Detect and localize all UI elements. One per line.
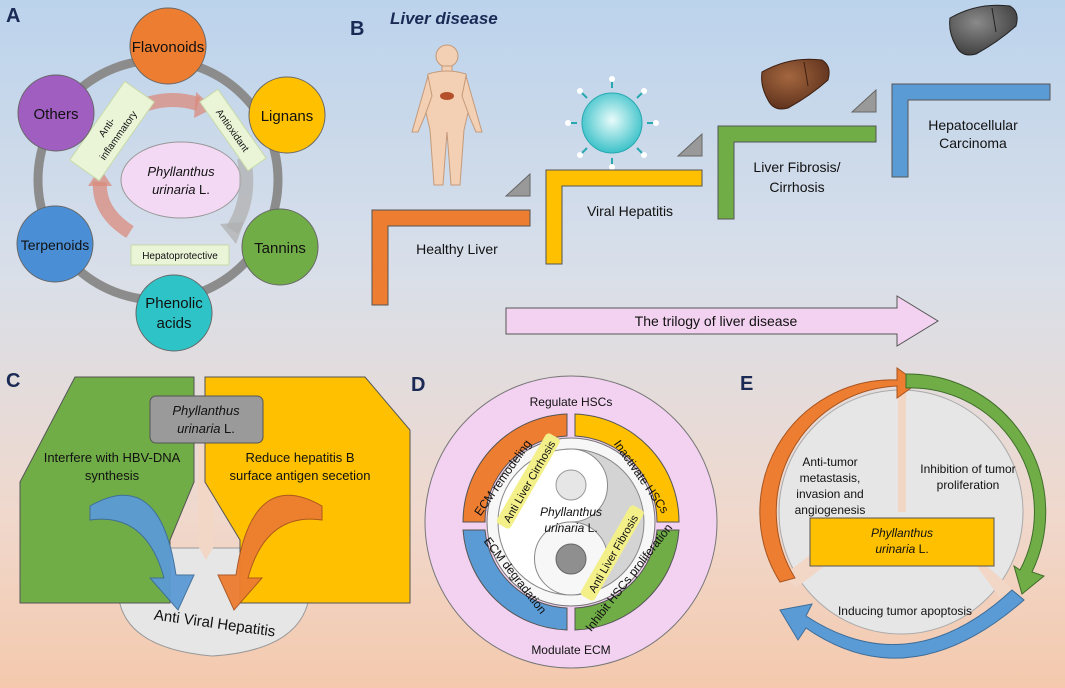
center-name-line2: urinaria L.: [875, 542, 928, 556]
center-name-line2: urinaria L.: [544, 521, 597, 535]
svg-text:Lignans: Lignans: [261, 108, 314, 125]
node-lignans: Lignans: [248, 76, 326, 154]
panel-label-b: B: [350, 18, 364, 40]
trilogy-text: The trilogy of liver disease: [635, 313, 798, 329]
center-name-line2: urinaria L.: [152, 182, 210, 197]
svg-text:Hepatoprotective: Hepatoprotective: [142, 251, 218, 262]
left-text-line1: Interfere with HBV-DNA: [44, 450, 181, 465]
node-terpenoids: Terpenoids: [16, 205, 94, 283]
panel-label-e: E: [740, 373, 753, 395]
left-text-line2: synthesis: [85, 468, 140, 483]
node-flavonoids: Flavonoids: [129, 7, 207, 85]
center-name-line1: Phyllanthus: [871, 526, 933, 540]
quad-inhibit-hscs: [574, 529, 680, 631]
node-others: Others: [17, 74, 95, 152]
hepatoprotective-label: Hepatoprotective: [130, 244, 230, 266]
virus-icon: [565, 76, 659, 170]
step-healthy: [371, 209, 531, 306]
inducing-apoptosis: Inducing tumor apoptosis: [838, 604, 972, 618]
cycle-arrow-right-head: [220, 222, 244, 244]
svg-text:acids: acids: [156, 315, 191, 332]
stage-viral: Viral Hepatitis: [587, 203, 673, 219]
center-label-box: [149, 395, 264, 444]
panel-label-a: A: [6, 5, 20, 27]
trilogy-arrow: [505, 295, 939, 347]
node-phenolic-acids: Phenolic acids: [135, 274, 213, 352]
center-label-box: [809, 517, 995, 567]
cancer-liver-icon: [949, 4, 1018, 56]
regulate-hscs: Regulate HSCs: [530, 395, 613, 409]
yin-dot-top: [555, 469, 587, 501]
step-fibrosis: [717, 125, 877, 220]
stage-fibrosis-line2: Cirrhosis: [769, 179, 824, 195]
inhibition-line1: Inhibition of tumor: [920, 462, 1015, 476]
center-name-line1: Phyllanthus: [147, 164, 215, 179]
panel-c: C Phyllanthus urinaria L. Interfere with…: [6, 370, 411, 657]
step-hcc: [891, 83, 1051, 178]
center-name-line1: Phyllanthus: [172, 403, 240, 418]
svg-text:Phenolic: Phenolic: [145, 295, 203, 312]
stage-hcc-line1: Hepatocellular: [928, 117, 1018, 133]
panel-b-title: Liver disease: [390, 9, 498, 28]
human-body-icon: [411, 44, 483, 186]
stage-hcc-line2: Carcinoma: [939, 135, 1007, 151]
center-name-line1: Phyllanthus: [540, 505, 602, 519]
svg-text:Tannins: Tannins: [254, 240, 306, 257]
step-triangle-3: [850, 88, 877, 113]
green-cycle-arrow: [905, 373, 1047, 595]
panel-label-c: C: [6, 370, 20, 392]
step-triangle-2: [676, 132, 703, 157]
blue-curved-arrow: [89, 494, 195, 611]
panel-d: D Regulate HSCs Modulate ECM Phyllanthus…: [411, 374, 718, 669]
anti-tumor-line3: invasion and: [796, 487, 863, 501]
quad-ecm-remodeling: [462, 413, 568, 523]
right-text-line2: surface antigen secetion: [230, 468, 371, 483]
anti-tumor-line4: angiogenesis: [795, 503, 866, 517]
panel-b: B Liver disease: [350, 4, 1051, 347]
quad-inactivate-hscs: [574, 413, 680, 523]
stage-healthy: Healthy Liver: [416, 241, 498, 257]
anti-tumor-line1: Anti-tumor: [802, 455, 857, 469]
quad-ecm-degradation: [462, 529, 568, 631]
inhibition-line2: proliferation: [937, 478, 1000, 492]
svg-text:Others: Others: [33, 106, 78, 123]
stage-fibrosis-line1: Liver Fibrosis/: [753, 159, 840, 175]
svg-text:Terpenoids: Terpenoids: [21, 237, 90, 253]
panel-e: E Anti-tumor metastasis, invasion and an…: [740, 367, 1047, 659]
modulate-ecm: Modulate ECM: [531, 643, 610, 657]
anti-tumor-line2: metastasis,: [800, 471, 861, 485]
panel-a: A Phyllanthus urinaria L. Anti- inflamma…: [6, 5, 326, 352]
orange-curved-arrow: [217, 494, 323, 611]
center-name-line2: urinaria L.: [177, 421, 235, 436]
cirrhotic-liver-icon: [761, 58, 830, 110]
node-tannins: Tannins: [241, 208, 319, 286]
cycle-arrow-left: [92, 181, 134, 238]
divider-top: [898, 385, 906, 512]
blue-cycle-arrow: [779, 589, 1025, 659]
panel-label-d: D: [411, 374, 425, 396]
step-viral: [545, 169, 703, 265]
yin-dot-bottom: [555, 543, 587, 575]
center-ellipse: [120, 141, 242, 219]
right-text-line1: Reduce hepatitis B: [245, 450, 354, 465]
step-triangle-1: [504, 172, 531, 197]
svg-text:Flavonoids: Flavonoids: [132, 39, 205, 56]
